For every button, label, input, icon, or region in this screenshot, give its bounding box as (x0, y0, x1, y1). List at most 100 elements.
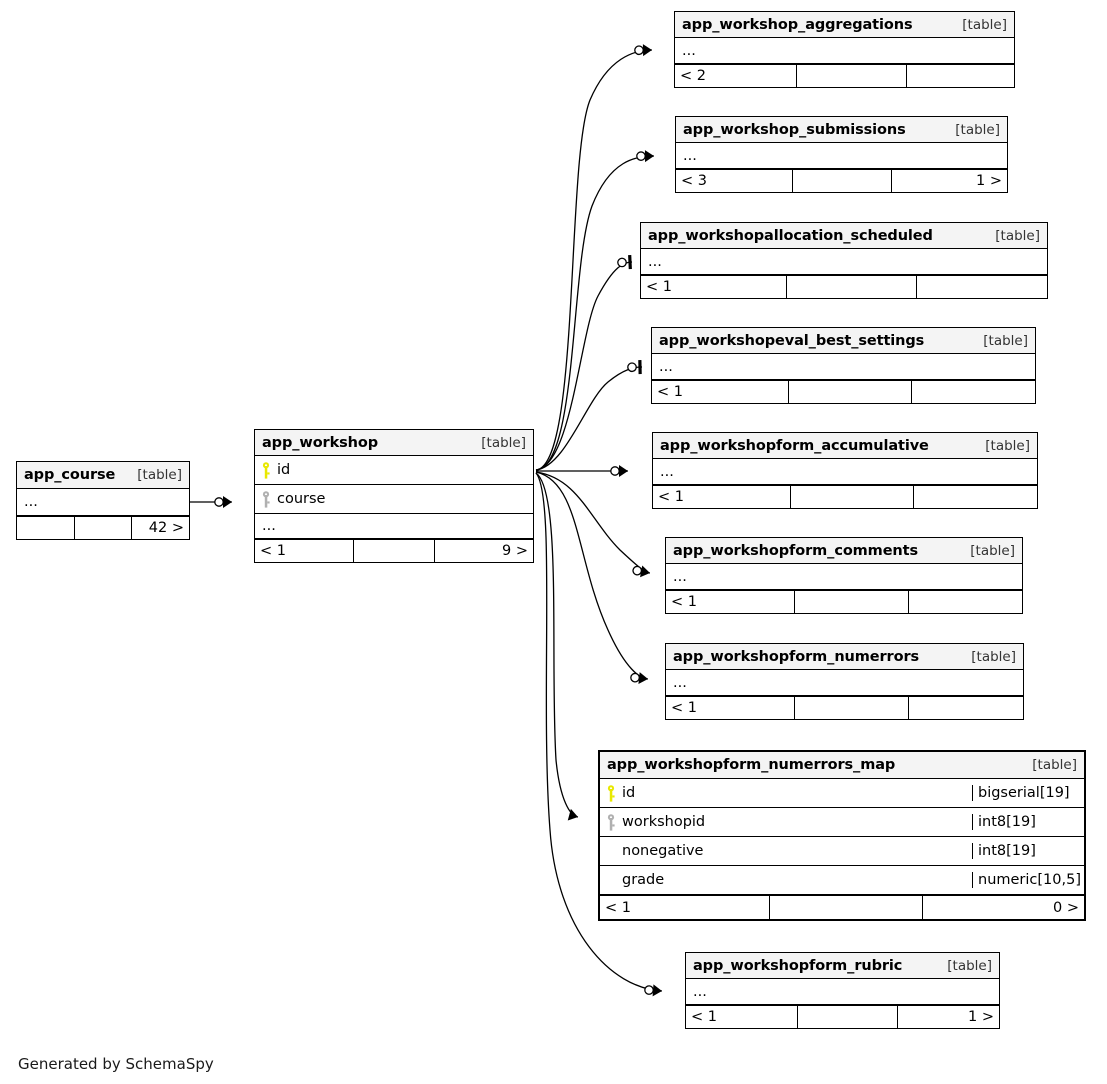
table-header-app_course[interactable]: app_course[table] (17, 462, 189, 489)
relationship-app_course-to-app_workshop[interactable] (190, 496, 232, 508)
relationship-line (535, 49, 653, 471)
footer-cell (798, 1006, 899, 1028)
relationship-app_workshop-to-app_workshopeval_best_settings[interactable] (535, 360, 643, 471)
optional-circle-icon (630, 672, 640, 683)
table-app_workshopallocation_scheduled[interactable]: app_workshopallocation_scheduled[table].… (640, 222, 1048, 299)
relationship-end-marker (632, 565, 650, 578)
table-app_workshopform_accumulative[interactable]: app_workshopform_accumulative[table]...<… (652, 432, 1038, 509)
relationship-app_workshop-to-app_workshopform_numerrors_map[interactable] (535, 472, 580, 823)
relationship-end-marker (644, 984, 662, 997)
column-name-cell: nonegative (600, 843, 972, 860)
table-row-ellipsis: ... (676, 143, 1007, 169)
table-header-app_workshopform_accumulative[interactable]: app_workshopform_accumulative[table] (653, 433, 1037, 459)
relationship-line (535, 471, 649, 680)
relationship-end-marker (567, 808, 578, 821)
footer-cell (791, 486, 914, 508)
ellipsis-label: ... (682, 42, 696, 59)
footer-cell: 0 > (1053, 899, 1080, 916)
relationship-app_workshop-to-app_workshopallocation_scheduled[interactable] (535, 255, 633, 471)
table-title: app_workshopform_comments (673, 542, 919, 559)
column-label: id (277, 462, 291, 478)
column-label: workshopid (622, 814, 706, 830)
relationship-app_workshop-to-app_workshopform_rubric[interactable] (535, 472, 663, 997)
table-header-app_workshop[interactable]: app_workshop[table] (255, 430, 533, 456)
no-key-spacer (607, 843, 616, 860)
footer-cell: < 1 (686, 1006, 799, 1028)
column-type-cell: bigserial[19] (972, 785, 1084, 801)
table-type-tag: [table] (962, 16, 1007, 33)
key-icon-foreign (607, 813, 615, 831)
table-app_workshopform_comments[interactable]: app_workshopform_comments[table]...< 1 (665, 537, 1023, 614)
table-title: app_workshopform_numerrors_map (607, 757, 896, 773)
optional-circle-icon (636, 151, 646, 161)
footer-cell (354, 540, 436, 562)
footer-cell (770, 896, 923, 919)
column-name-cell: workshopid (600, 813, 972, 831)
relationship-app_workshop-to-app_workshopform_comments[interactable] (535, 471, 651, 579)
footer-cell (907, 65, 1014, 87)
crowsfoot-icon (642, 44, 652, 57)
column-label: nonegative (622, 843, 704, 859)
table-header-app_workshopeval_best_settings[interactable]: app_workshopeval_best_settings[table] (652, 328, 1035, 354)
table-column-row: id (255, 456, 533, 485)
footer-cell (917, 276, 1047, 298)
table-header-app_workshop_aggregations[interactable]: app_workshop_aggregations[table] (675, 12, 1014, 38)
table-header-app_workshopform_comments[interactable]: app_workshopform_comments[table] (666, 538, 1022, 564)
table-app_workshopform_numerrors[interactable]: app_workshopform_numerrors[table]...< 1 (665, 643, 1024, 720)
no-key-spacer (607, 872, 616, 889)
footer-cell (795, 697, 909, 719)
table-header-app_workshop_submissions[interactable]: app_workshop_submissions[table] (676, 117, 1007, 143)
table-header-app_workshopform_numerrors[interactable]: app_workshopform_numerrors [table] (666, 644, 1023, 670)
optional-circle-icon (627, 362, 637, 373)
table-row-ellipsis: ... (675, 38, 1014, 64)
crowsfoot-icon (638, 672, 648, 685)
relationship-end-marker (636, 150, 654, 163)
relationship-line (535, 472, 663, 992)
relationship-app_workshop-to-app_workshop_submissions[interactable] (535, 150, 655, 471)
footer-cell: < 1 (255, 540, 354, 562)
ellipsis-label: ... (673, 568, 687, 585)
ellipsis-label: ... (24, 494, 38, 510)
ellipsis-label: ... (262, 518, 276, 534)
footer-cell: < 2 (675, 65, 797, 87)
relationship-app_workshop-to-app_workshop_aggregations[interactable] (535, 44, 653, 471)
table-app_course[interactable]: app_course[table]... 42 > (16, 461, 190, 540)
table-title: app_workshopallocation_scheduled (648, 227, 933, 244)
key-icon-primary (607, 784, 615, 802)
crowsfoot-icon (652, 984, 662, 997)
table-header-app_workshopform_rubric[interactable]: app_workshopform_rubric[table] (686, 953, 999, 979)
footer-cell: < 1 (653, 486, 791, 508)
table-header-app_workshopallocation_scheduled[interactable]: app_workshopallocation_scheduled[table] (641, 223, 1047, 249)
relationship-app_workshop-to-app_workshopform_numerrors[interactable] (535, 471, 649, 685)
table-app_workshopeval_best_settings[interactable]: app_workshopeval_best_settings[table]...… (651, 327, 1036, 404)
relationship-app_workshop-to-app_workshopform_accumulative[interactable] (536, 465, 628, 477)
column-type-cell: numeric[10,5] (972, 872, 1084, 888)
footer-cell (909, 697, 1023, 719)
crowsfoot-icon (644, 150, 654, 163)
crowsfoot-icon (619, 465, 628, 477)
ellipsis-label: ... (648, 253, 662, 270)
table-type-tag: [table] (947, 957, 992, 974)
table-row-ellipsis: ... (653, 459, 1037, 485)
table-footer-app_course: 42 > (17, 516, 189, 539)
table-title: app_workshop_submissions (683, 121, 906, 138)
footer-cell (787, 276, 917, 298)
table-type-tag: [table] (971, 648, 1016, 665)
table-app_workshop_aggregations[interactable]: app_workshop_aggregations[table]... < 2 (674, 11, 1015, 88)
table-title: app_workshopform_numerrors (673, 648, 920, 665)
table-footer-app_workshop_aggregations: < 2 (675, 64, 1014, 87)
table-header-app_workshopform_numerrors_map[interactable]: app_workshopform_numerrors_map[table] (600, 752, 1084, 779)
footer-cell: 9 > (502, 543, 528, 559)
generated-by-note: Generated by SchemaSpy (18, 1055, 214, 1073)
ellipsis-label: ... (693, 983, 707, 1000)
table-row-ellipsis: ... (641, 249, 1047, 275)
column-name-cell: id (600, 784, 972, 802)
optional-circle-icon (610, 466, 620, 476)
relationship-end-marker (214, 496, 232, 508)
